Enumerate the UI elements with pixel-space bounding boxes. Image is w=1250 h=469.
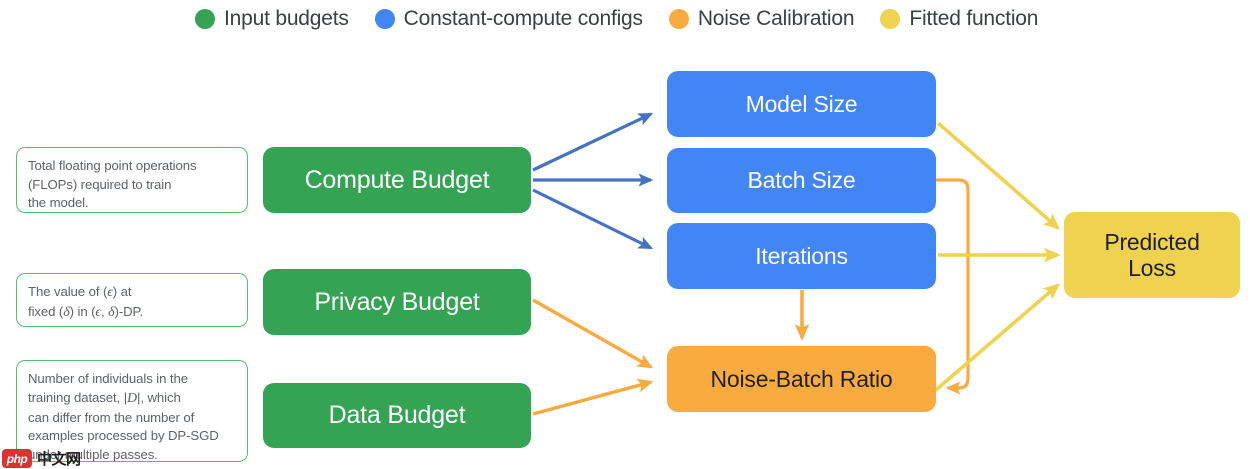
epsilon-symbol-2: ϵ — [95, 304, 101, 320]
watermark-text: 中文网 — [37, 450, 81, 468]
edge-privacy-to-noise-batch-ratio — [532, 298, 654, 369]
edge-model-size-to-predicted-loss — [936, 121, 1060, 230]
legend-item-noise-calibration: Noise Calibration — [668, 7, 855, 31]
legend-label-input-budgets: Input budgets — [224, 7, 349, 30]
node-model-size-label: Model Size — [745, 90, 858, 117]
note-privacy-budget: The value of (ϵ) at fixed (δ) in (ϵ, δ)-… — [16, 273, 248, 327]
delta-symbol-2: δ — [108, 304, 115, 320]
node-privacy-budget[interactable]: Privacy Budget — [263, 269, 531, 335]
note-compute-budget: Total floating point operations (FLOPs) … — [16, 147, 248, 213]
node-compute-budget[interactable]: Compute Budget — [263, 147, 531, 213]
note-compute-budget-line-3: the model. — [28, 195, 89, 211]
node-batch-size-label: Batch Size — [747, 167, 856, 194]
node-batch-size[interactable]: Batch Size — [667, 148, 936, 213]
edge-data-to-noise-batch-ratio — [532, 378, 654, 416]
note-data-budget-line-3: can differ from the number of — [28, 409, 195, 425]
node-predicted-loss-label-line-2: Loss — [1128, 255, 1176, 281]
edge-batch-size-to-noise-batch-ratio — [936, 178, 970, 395]
node-compute-budget-label: Compute Budget — [304, 165, 490, 194]
note-privacy-budget-line-2: fixed (δ) in (ϵ, δ)-DP. — [28, 303, 144, 320]
legend: Input budgets Constant-compute configs N… — [195, 2, 1038, 36]
legend-dot-green-icon — [195, 9, 215, 29]
note-data-budget-line-1: Number of individuals in the — [28, 371, 188, 386]
legend-item-constant-compute-configs: Constant-compute configs — [374, 7, 643, 31]
epsilon-symbol: ϵ — [107, 285, 113, 300]
dataset-symbol: D — [127, 390, 138, 406]
edge-noise-batch-ratio-to-predicted-loss — [928, 283, 1061, 397]
legend-dot-blue-icon — [374, 9, 395, 29]
note-data-budget-line-2: training dataset, |D|, which — [28, 389, 181, 406]
note-data-budget-line-4: examples processed by DP-SGD — [28, 428, 219, 444]
edge-compute-to-model-size — [532, 112, 654, 172]
legend-label-noise-calibration: Noise Calibration — [697, 7, 855, 30]
node-iterations[interactable]: Iterations — [667, 223, 936, 289]
node-noise-batch-ratio[interactable]: Noise-Batch Ratio — [667, 346, 936, 412]
note-data-budget: Number of individuals in the training da… — [16, 360, 248, 462]
node-model-size[interactable]: Model Size — [667, 71, 936, 137]
node-privacy-budget-label: Privacy Budget — [314, 287, 480, 316]
node-iterations-label: Iterations — [755, 242, 848, 269]
node-noise-batch-ratio-label: Noise-Batch Ratio — [710, 365, 893, 392]
node-data-budget-label: Data Budget — [328, 401, 466, 430]
delta-symbol: δ — [63, 304, 70, 320]
legend-label-constant-compute-configs: Constant-compute configs — [403, 7, 643, 30]
note-data-budget-line-5: under multiple passes. — [28, 447, 158, 463]
note-compute-budget-line-2: (FLOPs) required to train — [28, 176, 172, 192]
edge-compute-to-iterations — [532, 188, 654, 250]
node-data-budget[interactable]: Data Budget — [263, 383, 531, 448]
legend-item-fitted-function: Fitted function — [880, 7, 1038, 31]
watermark: php 中文网 — [2, 448, 81, 469]
legend-item-input-budgets: Input budgets — [195, 7, 349, 31]
legend-label-fitted-function: Fitted function — [909, 7, 1039, 30]
watermark-php-badge-icon: php — [2, 449, 32, 468]
note-compute-budget-line-1: Total floating point operations — [28, 158, 197, 173]
legend-dot-orange-icon — [668, 9, 689, 29]
legend-dot-yellow-icon — [880, 9, 901, 29]
node-predicted-loss-label-line-1: Predicted — [1104, 228, 1200, 255]
note-privacy-budget-line-1: The value of (ϵ) at — [28, 284, 132, 300]
node-predicted-loss[interactable]: Predicted Loss — [1064, 212, 1240, 298]
